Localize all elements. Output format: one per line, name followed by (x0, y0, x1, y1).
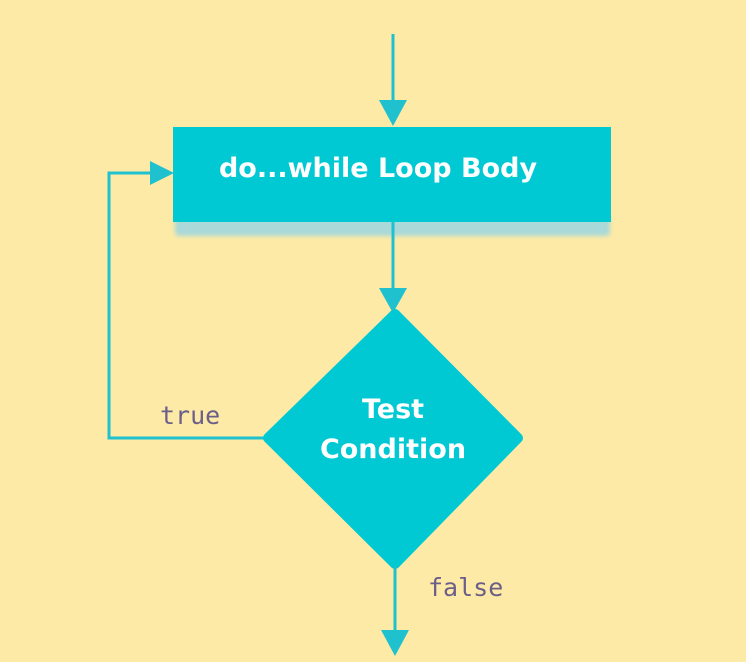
condition-label-line2: Condition (320, 434, 466, 465)
true-loop-back-arrow (107, 161, 272, 440)
entry-arrow (379, 34, 407, 126)
loop-body-label: do...while Loop Body (219, 153, 538, 184)
condition-label-line1: Test (362, 394, 424, 425)
true-label: true (160, 401, 220, 430)
loop-body-node: do...while Loop Body (173, 127, 611, 236)
false-label: false (428, 573, 503, 602)
body-to-condition-arrow (379, 222, 407, 313)
condition-diamond (263, 309, 523, 569)
false-exit-arrow (381, 566, 409, 656)
condition-node: Test Condition (263, 309, 523, 569)
loop-body-box (173, 127, 611, 222)
